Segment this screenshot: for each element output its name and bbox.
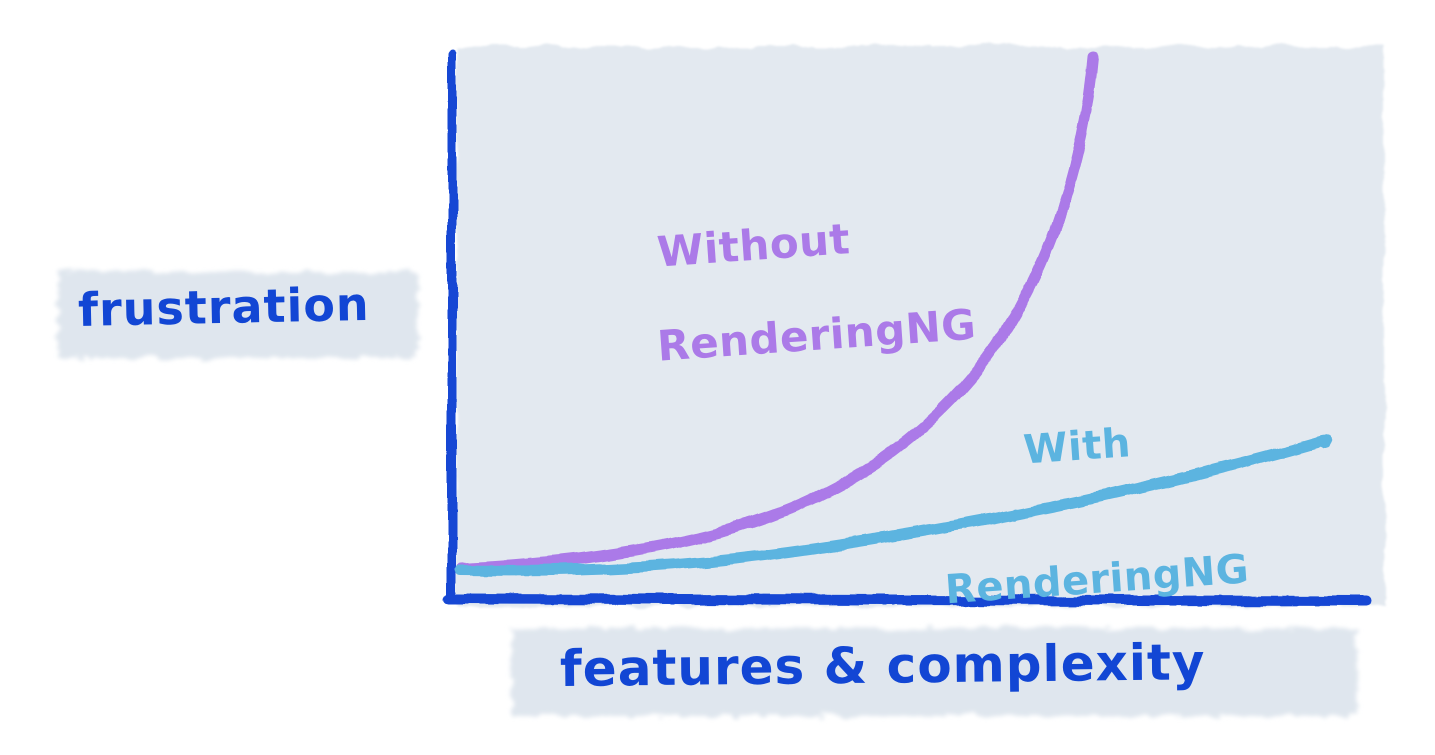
series-label-with-renderingng: With RenderingNG [928, 324, 1257, 703]
series-label-with-line1: With [1021, 419, 1133, 474]
series-label-without-line1: Without [655, 214, 852, 277]
curve-without-renderingng [456, 51, 1099, 574]
curve-with-renderingng [455, 435, 1332, 576]
axis-lines [444, 49, 1371, 606]
series-label-with-line2: RenderingNG [943, 546, 1251, 614]
y-axis-label: frustration [77, 276, 371, 337]
series-label-without-renderingng: Without RenderingNG [592, 160, 984, 468]
plot-panel [456, 46, 1384, 606]
series-label-without-line2: RenderingNG [655, 299, 978, 371]
x-label-highlight [512, 628, 1357, 716]
y-label-highlight [58, 272, 418, 358]
